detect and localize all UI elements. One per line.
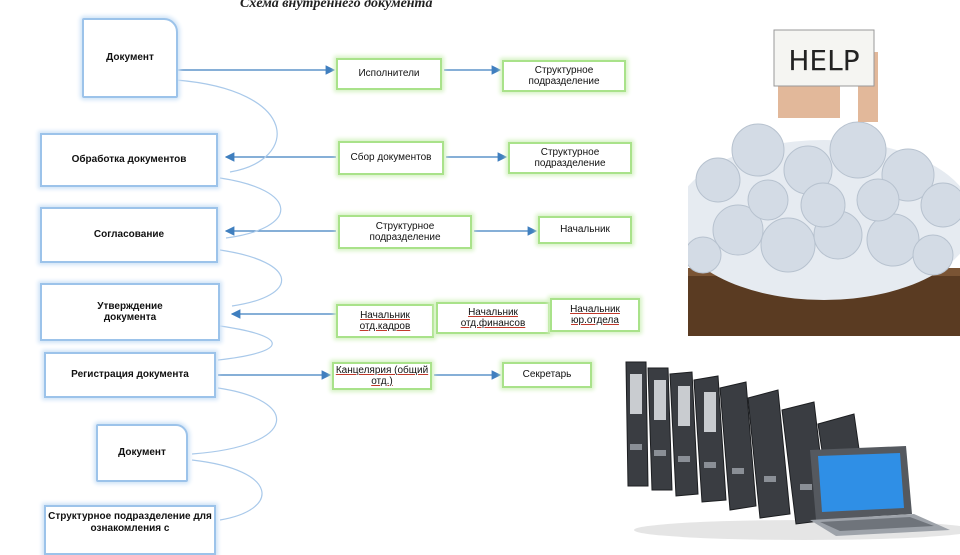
document-top: Документ xyxy=(82,18,178,98)
processing-box: Обработка документов xyxy=(40,133,218,187)
curve-4 xyxy=(218,326,272,360)
office-box: Канцелярия (общий отд.) xyxy=(332,362,432,390)
document-bottom: Документ xyxy=(96,424,188,482)
head-legal-box: Начальник юр.отдела xyxy=(550,298,640,332)
binders-laptop-image xyxy=(614,354,960,540)
structural-box-2: Структурное подразделение xyxy=(508,142,632,174)
confirmation-box: Утверждение документа xyxy=(40,283,220,341)
head-finance-box: Начальник отд.финансов xyxy=(436,302,550,334)
help-paper-pile-image: HELP xyxy=(688,0,960,336)
head-box: Начальник xyxy=(538,216,632,244)
structural-bottom-box: Структурное подразделение для ознакомлен… xyxy=(44,505,216,555)
structural-box-1: Структурное подразделение xyxy=(502,60,626,92)
structural-box-3: Структурное подразделение xyxy=(338,215,472,249)
registration-box: Регистрация документа xyxy=(44,352,216,398)
secretary-box: Секретарь xyxy=(502,362,592,388)
head-hr-box: Начальник отд.кадров xyxy=(336,304,434,338)
executor-box: Исполнители xyxy=(336,58,442,90)
curve-3 xyxy=(220,250,282,306)
laptop-icon xyxy=(810,446,950,536)
collection-box: Сбор документов xyxy=(338,141,444,175)
curve-2 xyxy=(220,178,281,238)
help-sign-text: HELP xyxy=(788,44,859,77)
approval-box: Согласование xyxy=(40,207,218,263)
